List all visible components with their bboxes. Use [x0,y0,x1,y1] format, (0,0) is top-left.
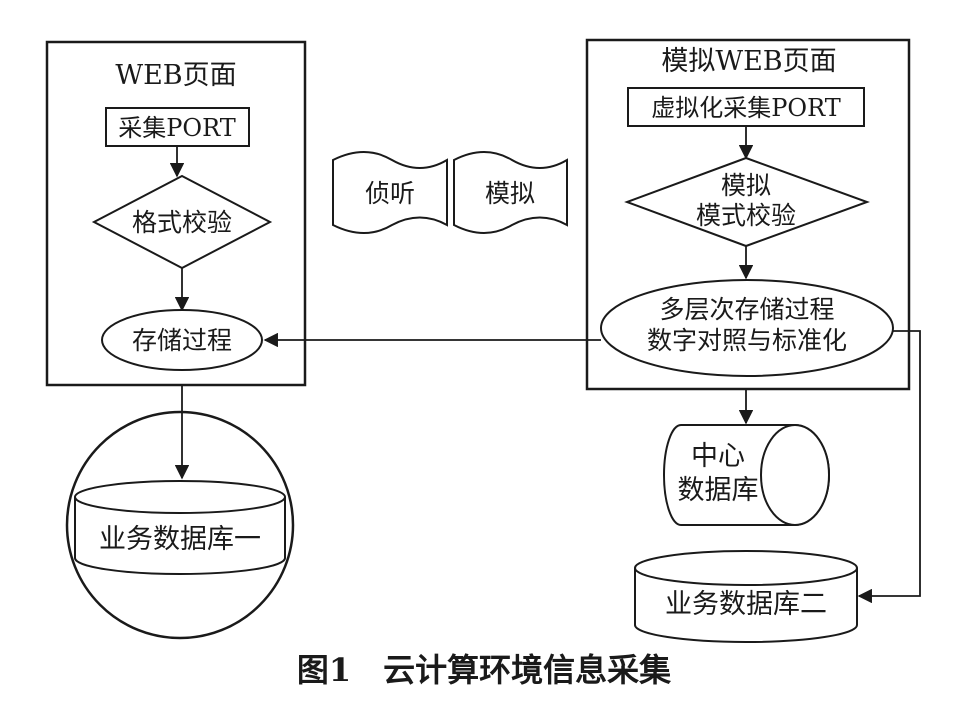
right-store-ellipse [600,279,894,377]
left-business-db-label: 业务数据库一 [99,524,261,555]
left-db-circle [65,410,295,640]
left-panel-title: WEB页面 [115,60,236,91]
center-db-label-line2: 数据库 [678,475,759,506]
left-panel-frame [45,40,307,387]
right-validate-label-line1: 模拟 [721,171,771,200]
right-collect-port-label: 虚拟化采集PORT [651,94,840,122]
right-store-label-line1: 多层次存储过程 [659,295,834,324]
arrow-right-store-to-business-db2 [857,330,921,604]
right-store-label-line2: 数字对照与标准化 [647,326,847,355]
center-db-cylinder [663,424,830,526]
right-panel-title: 模拟WEB页面 [661,46,836,77]
right-collect-port-box [627,87,865,127]
left-validate-label: 格式校验 [132,208,232,237]
business-db2-label: 业务数据库二 [665,589,827,620]
simulate-label: 模拟 [485,179,535,208]
right-panel-frame [585,38,911,391]
simulate-flag: 模拟 [453,151,568,234]
listen-flag: 侦听 [332,151,448,234]
left-business-db-cylinder [74,480,286,575]
listen-label: 侦听 [365,179,415,208]
center-db-label-line1: 中心 [691,441,745,472]
left-collect-port-label: 采集PORT [118,114,235,142]
figure-caption: 图1 云计算环境信息采集 [297,651,671,689]
right-validate-label-line2: 模式校验 [696,201,796,230]
left-store-ellipse [101,309,263,371]
left-store-label: 存储过程 [132,326,232,355]
business-db2-cylinder [634,550,858,643]
